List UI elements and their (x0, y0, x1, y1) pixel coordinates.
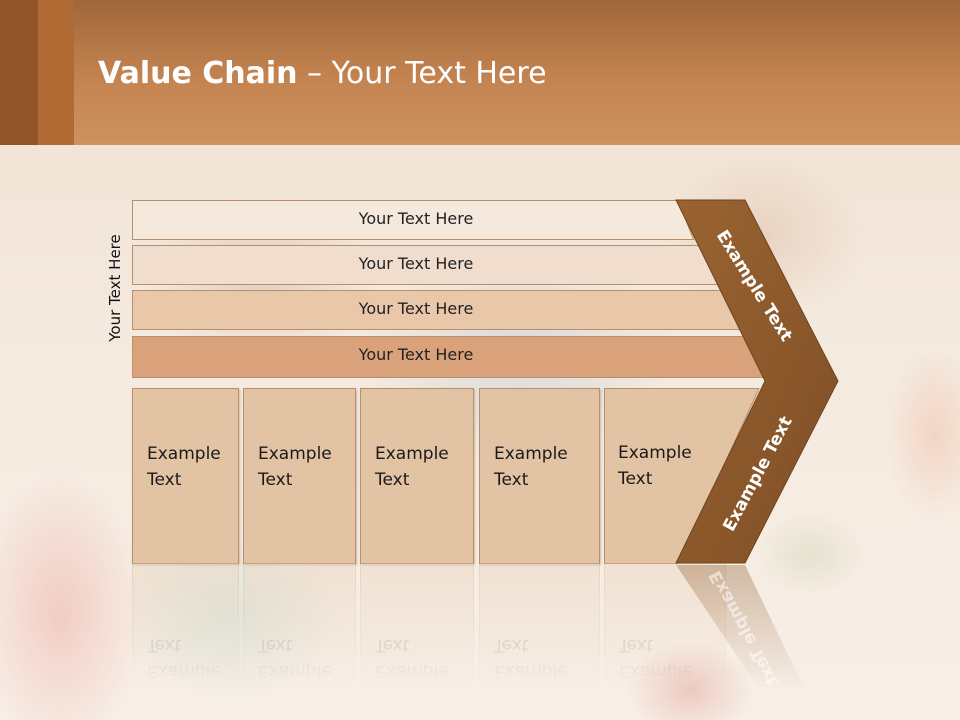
header-accent-strip (0, 0, 38, 145)
support-bar-label: Your Text Here (358, 299, 474, 318)
box-line1: Example (618, 443, 692, 463)
reflected-box: Example Text (360, 563, 474, 703)
reflected-text: Example Text (494, 632, 590, 684)
reflected-line1: Example (619, 661, 693, 681)
reflected-line2: Text (619, 635, 654, 655)
reflected-line2: Text (494, 635, 529, 655)
reflected-text: Example Text (258, 632, 354, 684)
reflected-line2: Text (375, 635, 410, 655)
box-line2: Text (375, 470, 410, 490)
side-label-text: Your Text Here (106, 234, 124, 342)
slide-title-bold: Value Chain (98, 56, 298, 91)
reflected-box: Example Text (132, 563, 239, 703)
reflection-inner: Example Text Example Text Example Text Exam… (132, 563, 762, 703)
box-line2: Text (618, 469, 653, 489)
slide-title-rest: – Your Text Here (297, 56, 547, 91)
box-line2: Text (147, 470, 182, 490)
reflected-box: Example Text (604, 563, 726, 703)
slide-title: Value Chain – Your Text Here (98, 54, 547, 94)
header-band (0, 0, 960, 145)
box-line1: Example (494, 444, 568, 464)
reflected-line2: Text (147, 635, 182, 655)
reflected-text: Example Text (619, 632, 715, 684)
reflected-text: Example Text (147, 632, 243, 684)
boxes-reflection: Example Text Example Text Example Text Exam… (132, 563, 762, 703)
box-line2: Text (258, 470, 293, 490)
support-bar-label: Your Text Here (358, 345, 474, 364)
reflected-line1: Example (147, 661, 221, 681)
support-bar-label: Your Text Here (358, 209, 474, 228)
box-line1: Example (258, 444, 332, 464)
header-accent-strip (38, 0, 74, 145)
reflected-line1: Example (258, 661, 332, 681)
reflected-line1: Example (375, 661, 449, 681)
reflected-box: Example Text (243, 563, 356, 703)
box-line1: Example (375, 444, 449, 464)
reflected-line1: Example (494, 661, 568, 681)
box-line2: Text (494, 470, 529, 490)
support-bar-label: Your Text Here (358, 254, 474, 273)
box-line1: Example (147, 444, 221, 464)
reflected-box: Example Text (479, 563, 600, 703)
reflected-line2: Text (258, 635, 293, 655)
reflected-text: Example Text (375, 632, 471, 684)
